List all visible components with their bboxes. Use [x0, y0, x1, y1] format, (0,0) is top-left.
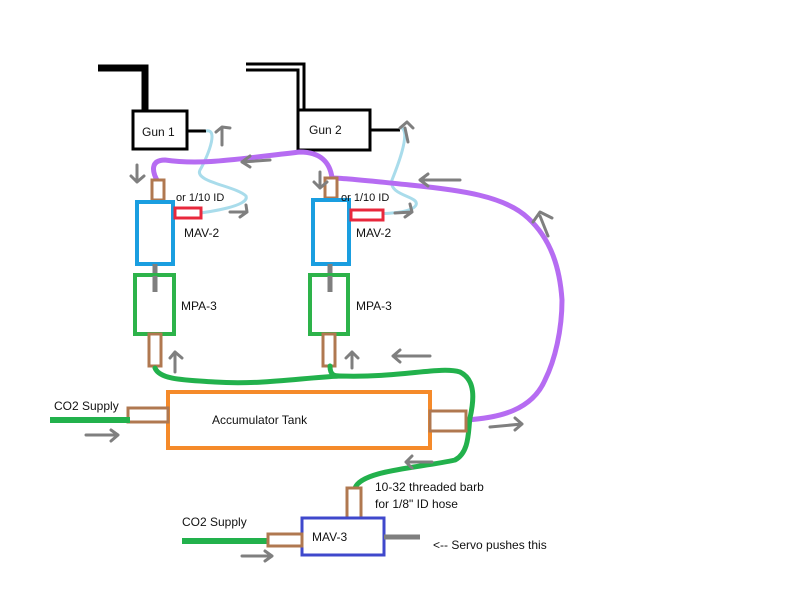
- gun2-barrel-inner: [246, 68, 300, 110]
- gun1-barrel: [98, 64, 149, 113]
- partial-label-left: or 1/10 ID: [176, 192, 224, 204]
- exhaust-hose-left: [191, 129, 248, 216]
- mpa3-inlet-fitting-right: [321, 332, 337, 368]
- red-plug-left: [173, 206, 203, 220]
- green-hose-main: [152, 365, 476, 491]
- arrow-icon: [168, 350, 184, 374]
- arrow-icon: [391, 348, 432, 364]
- arrow-icon: [398, 120, 415, 144]
- mav2-label-right: MAV-2: [356, 226, 391, 240]
- arrow-icon: [214, 125, 232, 147]
- arrow-icon: [228, 203, 249, 219]
- mpa3-inlet-fitting-left: [147, 332, 163, 368]
- tank-inlet-fitting: [126, 406, 170, 424]
- arrow-icon: [531, 210, 554, 238]
- arrow-icon: [129, 163, 146, 184]
- gun1-label: Gun 1: [142, 125, 175, 139]
- green-hose-branch: [327, 363, 343, 379]
- mpa3-label-right: MPA-3: [356, 299, 392, 313]
- gun2-label: Gun 2: [309, 123, 342, 137]
- mav2-valve-left: [135, 200, 175, 266]
- servo-note: <-- Servo pushes this: [433, 538, 547, 552]
- mav2-valve-right: [311, 198, 351, 266]
- barb-label-line2: for 1/8" ID hose: [375, 497, 458, 511]
- exhaust-hose-right: [359, 126, 418, 216]
- barb-label-line1: 10-32 threaded barb: [375, 480, 484, 494]
- co2-supply-label-bottom: CO2 Supply: [182, 515, 247, 529]
- mav2-label-left: MAV-2: [184, 226, 219, 240]
- arrow-icon: [418, 172, 462, 188]
- mpa3-label-left: MPA-3: [181, 299, 217, 313]
- arrow-icon: [312, 170, 329, 190]
- purple-hose: [151, 149, 565, 423]
- gun2-barrel-outer: [246, 62, 306, 110]
- accumulator-tank: [166, 390, 432, 450]
- arrow-icon: [488, 416, 524, 432]
- gun-inlet-fitting-left: [150, 178, 166, 202]
- arrow-icon: [84, 428, 120, 443]
- tank-outlet-fitting: [428, 409, 468, 433]
- arrow-icon: [240, 549, 274, 563]
- arrow-icon: [240, 154, 272, 169]
- partial-label-right: or 1/10 ID: [341, 192, 389, 204]
- arrow-icon: [344, 350, 360, 370]
- mav3-inlet-fitting: [266, 532, 304, 548]
- arrow-icon: [393, 202, 414, 219]
- mav3-label: MAV-3: [312, 530, 347, 544]
- red-plug-right: [349, 208, 385, 222]
- arrow-icon: [404, 454, 434, 470]
- mav3-barb-fitting: [345, 486, 363, 520]
- co2-supply-label-top: CO2 Supply: [54, 399, 119, 413]
- accumulator-label: Accumulator Tank: [212, 413, 308, 427]
